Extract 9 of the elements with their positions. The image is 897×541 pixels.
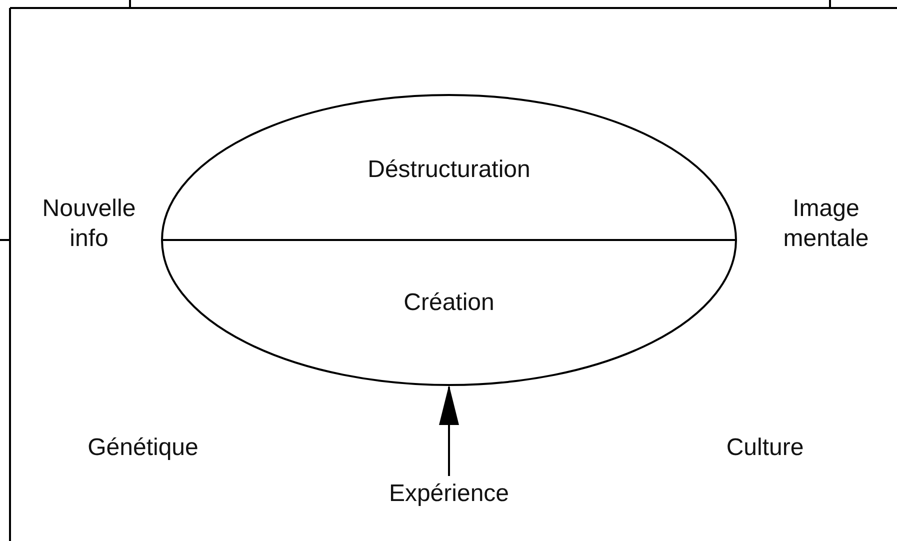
ellipse-label: Création (402, 289, 496, 317)
arrow (439, 385, 459, 476)
side-label: Image mentale (782, 194, 870, 254)
divided-ellipse (161, 94, 737, 386)
source-label: Expérience (388, 480, 510, 508)
ellipse-label: Déstructuration (366, 156, 532, 184)
side-label: Génétique (86, 433, 200, 463)
side-label: Culture (725, 433, 805, 463)
side-label: Nouvelle info (41, 194, 137, 254)
